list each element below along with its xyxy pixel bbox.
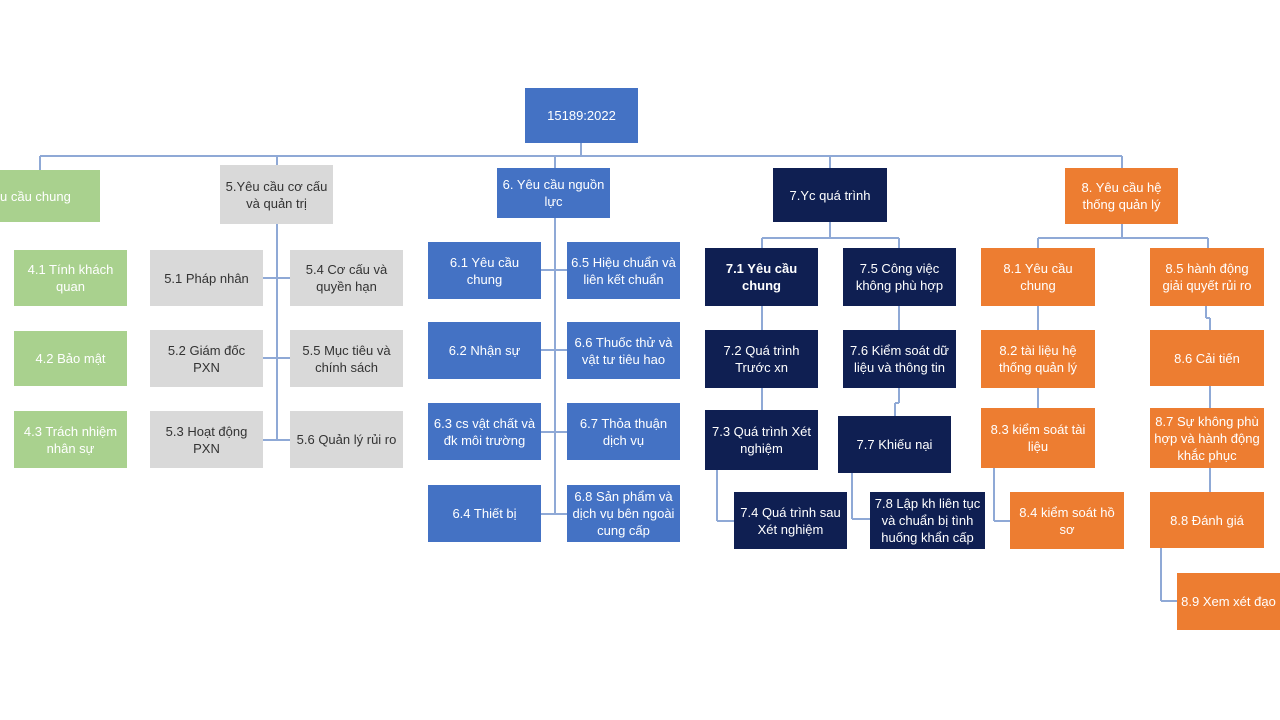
node-8-5[interactable]: 8.5 hành động giải quyết rủi ro: [1150, 248, 1264, 306]
root-node[interactable]: 15189:2022: [525, 88, 638, 143]
node-6-5[interactable]: 6.5 Hiệu chuẩn và liên kết chuẩn: [567, 242, 680, 299]
node-7-1[interactable]: 7.1 Yêu cầu chung: [705, 248, 818, 306]
node-8-8[interactable]: 8.8 Đánh giá: [1150, 492, 1264, 548]
node-5-6[interactable]: 5.6 Quản lý rủi ro: [290, 411, 403, 468]
node-8-1[interactable]: 8.1 Yêu cầu chung: [981, 248, 1095, 306]
node-6-4[interactable]: 6.4 Thiết bị: [428, 485, 541, 542]
node-6-2[interactable]: 6.2 Nhận sự: [428, 322, 541, 379]
node-5-3[interactable]: 5.3 Hoạt động PXN: [150, 411, 263, 468]
node-5-5[interactable]: 5.5 Mục tiêu và chính sách: [290, 330, 403, 387]
node-group-5[interactable]: 5.Yêu cầu cơ cấu và quản trị: [220, 165, 333, 224]
node-7-7[interactable]: 7.7 Khiếu nại: [838, 416, 951, 473]
node-7-5[interactable]: 7.5 Công việc không phù hợp: [843, 248, 956, 306]
node-7-3[interactable]: 7.3 Quá trình Xét nghiệm: [705, 410, 818, 470]
node-7-2[interactable]: 7.2 Quá trình Trước xn: [705, 330, 818, 388]
node-6-7[interactable]: 6.7 Thỏa thuận dịch vụ: [567, 403, 680, 460]
node-group-8[interactable]: 8. Yêu cầu hệ thống quản lý: [1065, 168, 1178, 224]
node-8-9[interactable]: 8.9 Xem xét đạo: [1177, 573, 1280, 630]
node-4-2[interactable]: 4.2 Bảo mật: [14, 331, 127, 386]
node-6-8[interactable]: 6.8 Sản phẩm và dịch vụ bên ngoài cung c…: [567, 485, 680, 542]
node-8-3[interactable]: 8.3 kiểm soát tài liệu: [981, 408, 1095, 468]
node-6-6[interactable]: 6.6 Thuốc thử và vật tư tiêu hao: [567, 322, 680, 379]
node-5-4[interactable]: 5.4 Cơ cấu và quyền hạn: [290, 250, 403, 306]
node-group-4[interactable]: u cầu chung: [0, 170, 100, 222]
node-6-1[interactable]: 6.1 Yêu cầu chung: [428, 242, 541, 299]
node-4-3[interactable]: 4.3 Trách nhiệm nhân sự: [14, 411, 127, 468]
node-5-2[interactable]: 5.2 Giám đốc PXN: [150, 330, 263, 387]
node-8-7[interactable]: 8.7 Sự không phù hợp và hành động khắc p…: [1150, 408, 1264, 468]
node-8-6[interactable]: 8.6 Cải tiến: [1150, 330, 1264, 386]
node-8-2[interactable]: 8.2 tài liệu hệ thống quản lý: [981, 330, 1095, 388]
node-7-4[interactable]: 7.4 Quá trình sau Xét nghiệm: [734, 492, 847, 549]
node-group-7[interactable]: 7.Yc quá trình: [773, 168, 887, 222]
node-7-8[interactable]: 7.8 Lập kh liên tục và chuẩn bị tình huố…: [870, 492, 985, 549]
node-6-3[interactable]: 6.3 cs vật chất và đk môi trường: [428, 403, 541, 460]
node-group-6[interactable]: 6. Yêu cầu nguồn lực: [497, 168, 610, 218]
node-5-1[interactable]: 5.1 Pháp nhân: [150, 250, 263, 306]
node-4-1[interactable]: 4.1 Tính khách quan: [14, 250, 127, 306]
node-7-6[interactable]: 7.6 Kiểm soát dữ liệu và thông tin: [843, 330, 956, 388]
node-8-4[interactable]: 8.4 kiểm soát hồ sơ: [1010, 492, 1124, 549]
